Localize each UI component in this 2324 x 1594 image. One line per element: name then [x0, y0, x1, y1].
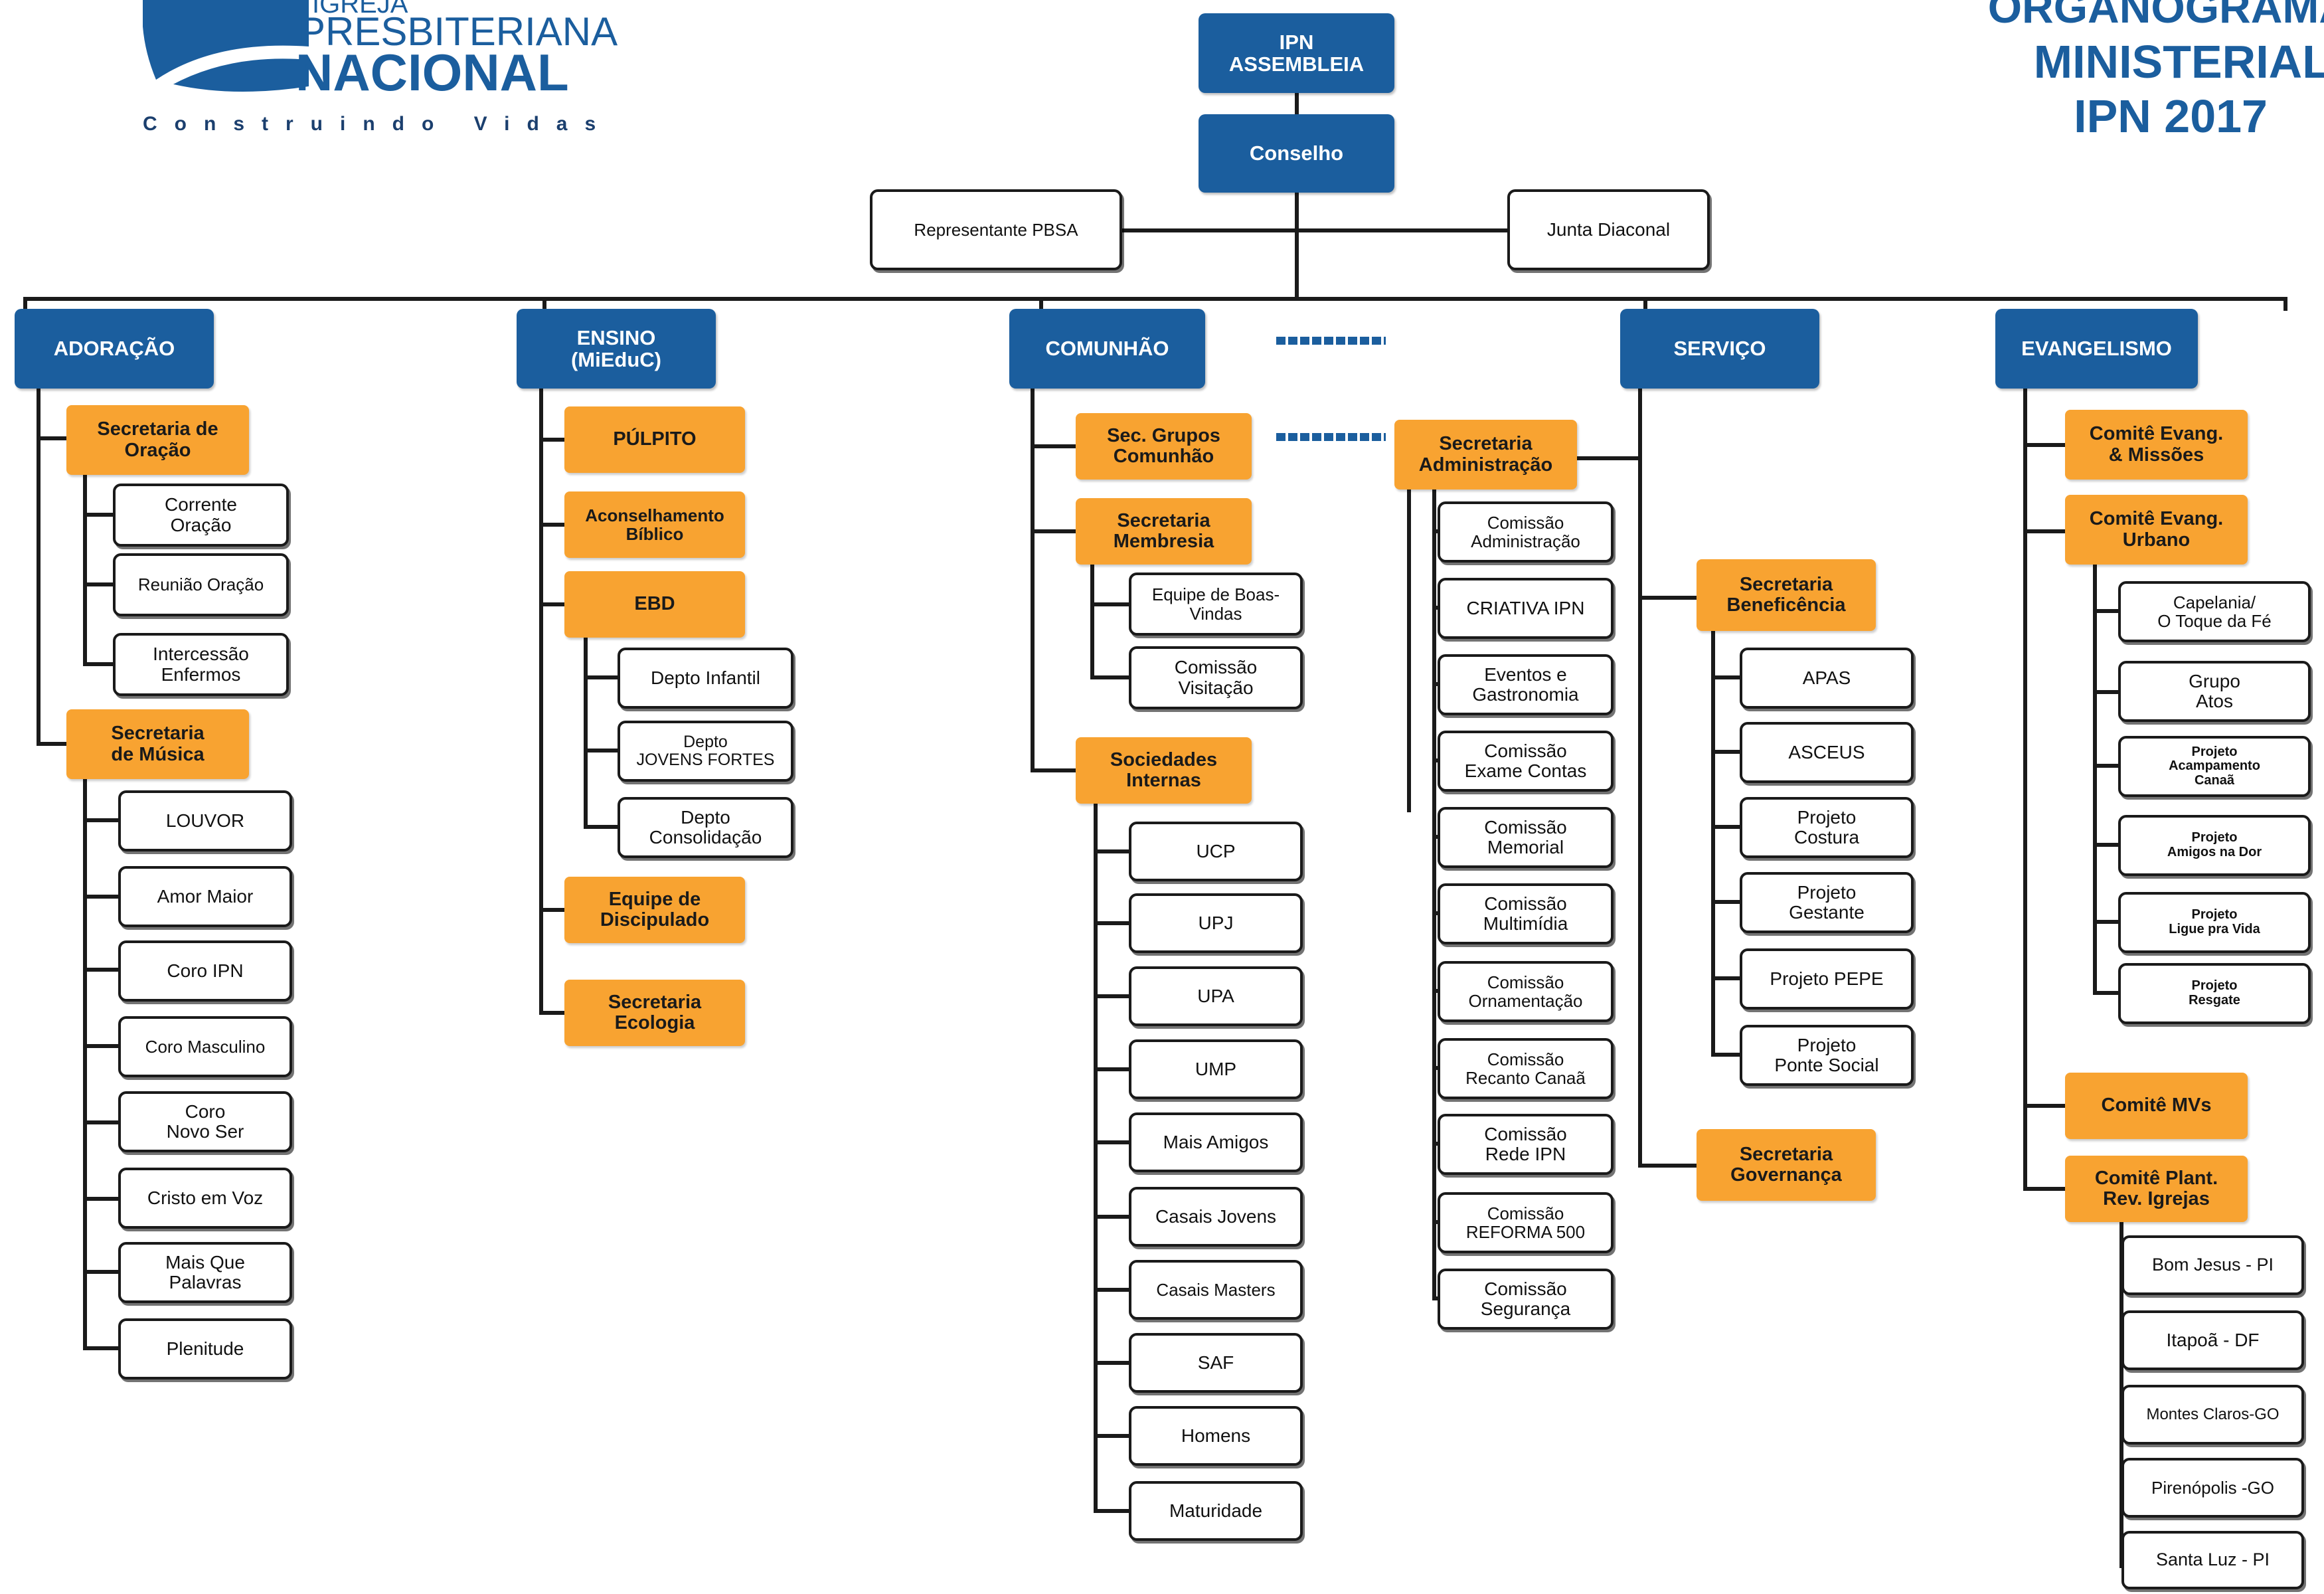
sociedades-item-5: Mais Amigos — [1129, 1112, 1303, 1172]
administracao-box: Secretaria Administração — [1394, 420, 1577, 489]
discipulado-box: Equipe de Discipulado — [564, 877, 745, 943]
sociedades-item-10: Maturidade — [1129, 1481, 1303, 1541]
musica-item-4: Coro Masculino — [118, 1016, 292, 1077]
junta-diaconal-box: Junta Diaconal — [1507, 189, 1710, 270]
musica-item-5: Coro Novo Ser — [118, 1091, 292, 1152]
plant-item-3: Montes Claros-GO — [2121, 1385, 2304, 1445]
musica-item-1: LOUVOR — [118, 790, 292, 851]
sociedades-item-8: SAF — [1129, 1333, 1303, 1393]
musica-item-8: Plenitude — [118, 1318, 292, 1379]
beneficencia-box: Secretaria Beneficência — [1697, 559, 1876, 631]
conselho-box: Conselho — [1199, 114, 1394, 193]
evangelismo-header: EVANGELISMO — [1995, 309, 2198, 389]
musica-item-3: Coro IPN — [118, 940, 292, 1002]
admin-item-3: Eventos e Gastronomia — [1438, 654, 1614, 715]
grupos-comunhao-box: Sec. Grupos Comunhão — [1076, 413, 1252, 480]
urbano-item-3: Projeto Acampamento Canaã — [2118, 736, 2311, 797]
urbano-box: Comitê Evang. Urbano — [2065, 495, 2248, 565]
servico-header: SERVIÇO — [1620, 309, 1819, 389]
oracao-item-1: Corrente Oração — [113, 484, 289, 547]
urbano-item-4: Projeto Amigos na Dor — [2118, 815, 2311, 876]
logo-emblem — [143, 0, 309, 96]
sociedades-item-7: Casais Masters — [1129, 1260, 1303, 1320]
ensino-header: ENSINO (MiEduC) — [517, 309, 716, 389]
logo-line1: IGREJA — [312, 0, 408, 19]
mvs-box: Comitê MVs — [2065, 1073, 2248, 1139]
admin-item-10: Comissão REFORMA 500 — [1438, 1192, 1614, 1253]
sociedades-item-2: UPJ — [1129, 893, 1303, 953]
ebd-item-2: Depto JOVENS FORTES — [618, 721, 793, 782]
ebd-box: EBD — [564, 571, 745, 638]
ipn-assembleia-box: IPN ASSEMBLEIA — [1199, 13, 1394, 93]
oracao-item-3: Intercessão Enfermos — [113, 633, 289, 696]
plant-item-4: Pirenópolis -GO — [2121, 1458, 2304, 1518]
ebd-item-3: Depto Consolidação — [618, 797, 793, 858]
oracao-item-2: Reunião Oração — [113, 553, 289, 616]
musica-item-2: Amor Maior — [118, 866, 292, 927]
admin-item-11: Comissão Segurança — [1438, 1269, 1614, 1330]
sociedades-item-1: UCP — [1129, 822, 1303, 881]
ecologia-box: Secretaria Ecologia — [564, 980, 745, 1046]
beneficencia-item-6: Projeto Ponte Social — [1740, 1025, 1914, 1086]
logo-line3: NACIONAL — [295, 43, 569, 102]
dashed-accent-top — [1276, 337, 1386, 345]
urbano-item-6: Projeto Resgate — [2118, 963, 2311, 1024]
musica-item-6: Cristo em Voz — [118, 1168, 292, 1229]
sociedades-item-3: UPA — [1129, 966, 1303, 1026]
missoes-box: Comitê Evang. & Missões — [2065, 410, 2248, 480]
membresia-box: Secretaria Membresia — [1076, 498, 1252, 565]
admin-item-2: CRIATIVA IPN — [1438, 578, 1614, 639]
musica-item-7: Mais Que Palavras — [118, 1242, 292, 1303]
secretaria-oracao: Secretaria de Oração — [66, 405, 249, 475]
secretaria-musica: Secretaria de Música — [66, 709, 249, 779]
admin-item-1: Comissão Administração — [1438, 501, 1614, 563]
membresia-item-1: Equipe de Boas- Vindas — [1129, 573, 1303, 636]
urbano-item-1: Capelania/ O Toque da Fé — [2118, 581, 2311, 642]
title-line2: MINISTERIAL — [2033, 36, 2324, 88]
admin-item-8: Comissão Recanto Canaã — [1438, 1038, 1614, 1099]
dashed-accent-bottom — [1276, 433, 1386, 441]
title-line1: ORGANOGRAMA — [1987, 0, 2324, 32]
sociedades-item-4: UMP — [1129, 1039, 1303, 1099]
title-line3: IPN 2017 — [2074, 90, 2268, 142]
admin-item-5: Comissão Memorial — [1438, 807, 1614, 868]
admin-item-9: Comissão Rede IPN — [1438, 1114, 1614, 1175]
beneficencia-item-1: APAS — [1740, 648, 1914, 709]
plant-item-5: Santa Luz - PI — [2121, 1531, 2304, 1589]
beneficencia-item-3: Projeto Costura — [1740, 797, 1914, 858]
aconselhamento-box: Aconselhamento Bíblico — [564, 491, 745, 558]
comunhao-header: COMUNHÃO — [1009, 309, 1205, 389]
pulpito-box: PÚLPITO — [564, 406, 745, 473]
urbano-item-2: Grupo Atos — [2118, 661, 2311, 722]
urbano-item-5: Projeto Ligue pra Vida — [2118, 892, 2311, 953]
governanca-box: Secretaria Governança — [1697, 1129, 1876, 1201]
plant-item-2: Itapoã - DF — [2121, 1310, 2304, 1370]
admin-item-6: Comissão Multimídia — [1438, 883, 1614, 944]
ebd-item-1: Depto Infantil — [618, 648, 793, 709]
beneficencia-item-5: Projeto PEPE — [1740, 948, 1914, 1010]
membresia-item-2: Comissão Visitação — [1129, 646, 1303, 709]
beneficencia-item-2: ASCEUS — [1740, 722, 1914, 783]
plant-box: Comitê Plant. Rev. Igrejas — [2065, 1156, 2248, 1222]
adoracao-header: ADORAÇÃO — [15, 309, 214, 389]
representante-pbsa-box: Representante PBSA — [870, 189, 1122, 270]
sociedades-item-9: Homens — [1129, 1406, 1303, 1466]
sociedades-box: Sociedades Internas — [1076, 737, 1252, 804]
plant-item-1: Bom Jesus - PI — [2121, 1235, 2304, 1295]
logo-line2: PRESBITERIANA — [299, 9, 618, 54]
sociedades-item-6: Casais Jovens — [1129, 1187, 1303, 1247]
admin-item-4: Comissão Exame Contas — [1438, 731, 1614, 792]
beneficencia-item-4: Projeto Gestante — [1740, 872, 1914, 933]
admin-item-7: Comissão Ornamentação — [1438, 961, 1614, 1022]
logo-tagline: Construindo Vidas — [143, 113, 614, 135]
